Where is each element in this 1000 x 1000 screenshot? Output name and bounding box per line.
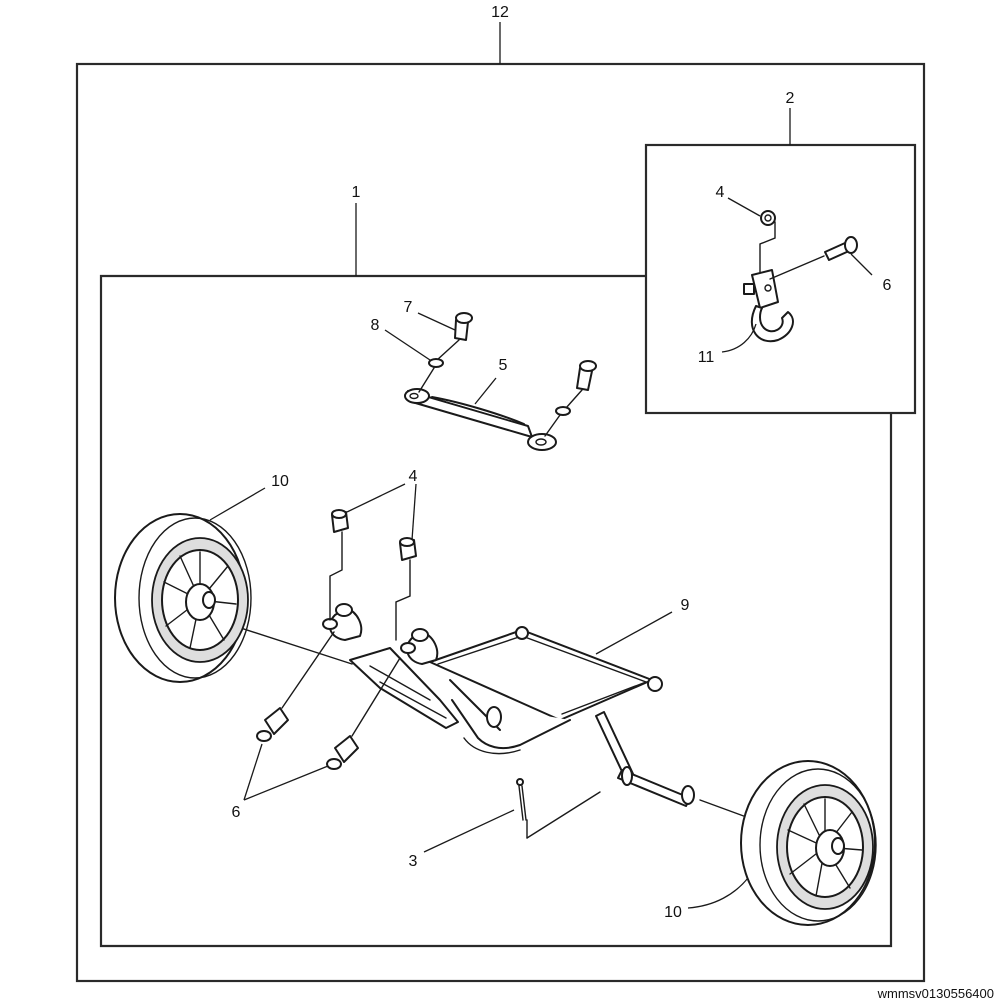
hook-kit-parts (743, 210, 858, 343)
callout-7: 7 (404, 299, 413, 316)
callout-4-frame: 4 (409, 468, 418, 485)
callout-3: 3 (409, 853, 418, 870)
bracket-parts (404, 312, 597, 451)
callout-labels: 12 1 2 4 6 11 7 8 5 4 10 9 6 3 10 (232, 4, 892, 921)
wheel-left (114, 513, 252, 683)
callout-10-right: 10 (664, 904, 682, 921)
main-frame (209, 603, 761, 823)
reference-code: wmmsv0130556400 (877, 986, 994, 1000)
hook-kit-box (644, 143, 917, 415)
callout-6-frame: 6 (232, 804, 241, 821)
frame-assembly-box (99, 274, 893, 948)
callout-1: 1 (352, 184, 361, 201)
callout-8: 8 (371, 317, 380, 334)
callout-2: 2 (786, 90, 795, 107)
callout-leaders (209, 197, 873, 909)
wheel-right (740, 760, 877, 926)
callout-11: 11 (698, 349, 715, 366)
frame-bushings (329, 509, 417, 641)
callout-10-left: 10 (271, 473, 289, 490)
frame-bolts (256, 631, 401, 770)
callout-6-hook: 6 (883, 277, 892, 294)
callout-12: 12 (491, 4, 509, 21)
callout-9: 9 (681, 597, 690, 614)
callout-4-hook: 4 (716, 184, 725, 201)
cotter-pin (516, 778, 601, 839)
callout-5: 5 (499, 357, 508, 374)
